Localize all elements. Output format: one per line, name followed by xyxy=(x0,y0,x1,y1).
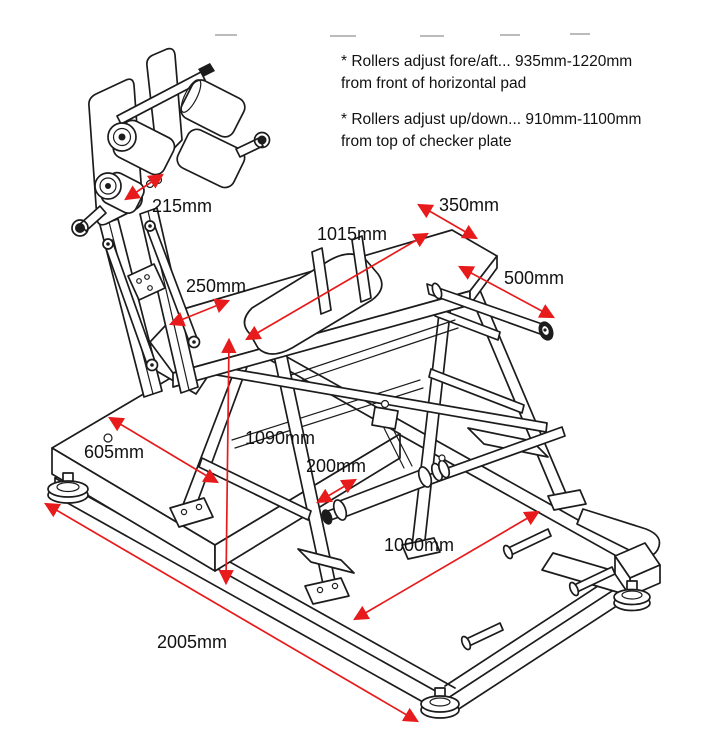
dimension-label-250mm: 250mm xyxy=(186,276,246,296)
dimension-label-1090mm: 1090mm xyxy=(245,428,315,448)
note-up-down-line2: from top of checker plate xyxy=(341,133,512,150)
dimension-arrow-605mm xyxy=(108,416,219,484)
dimension-arrow-1015mm xyxy=(245,232,429,341)
dimension-label-350mm: 350mm xyxy=(439,195,499,215)
dimension-arrow-350mm xyxy=(417,203,478,240)
note-fore-aft-line2: from front of horizontal pad xyxy=(341,75,527,92)
dimension-label-215mm: 215mm xyxy=(152,196,212,216)
roller-assembly xyxy=(71,47,271,237)
dimension-label-2005mm: 2005mm xyxy=(157,632,227,652)
note-up-down: * Rollers adjust up/down... 910mm-1100mm… xyxy=(341,109,696,153)
dimension-label-605mm: 605mm xyxy=(84,442,144,462)
dimension-arrow-200mm xyxy=(316,478,357,504)
adjustable-feet xyxy=(47,472,651,719)
adjustment-notes: * Rollers adjust fore/aft... 935mm-1220m… xyxy=(341,51,696,167)
dimension-arrow-215mm xyxy=(124,173,164,201)
dimension-labels: 215mm 350mm 1015mm 500mm 250mm 1090mm 20… xyxy=(84,195,564,652)
note-fore-aft: * Rollers adjust fore/aft... 935mm-1220m… xyxy=(341,51,696,95)
dimension-label-1015mm: 1015mm xyxy=(317,224,387,244)
dimension-label-1000mm: 1000mm xyxy=(384,535,454,555)
scan-artifact-dashes xyxy=(215,33,590,37)
dimension-arrow-500mm xyxy=(457,265,556,319)
front-tower-linkage xyxy=(99,207,201,398)
dimension-arrow-250mm xyxy=(168,298,231,327)
dimension-arrows xyxy=(44,173,556,723)
dimension-arrow-2005mm xyxy=(44,502,419,723)
dimension-label-500mm: 500mm xyxy=(504,268,564,288)
dimension-arrow-1000mm xyxy=(353,510,540,621)
foot-front xyxy=(420,687,460,719)
note-up-down-line1: * Rollers adjust up/down... 910mm-1100mm xyxy=(341,111,642,128)
dimension-label-200mm: 200mm xyxy=(306,456,366,476)
foot-right xyxy=(613,580,651,612)
note-fore-aft-line1: * Rollers adjust fore/aft... 935mm-1220m… xyxy=(341,53,633,70)
foot-left xyxy=(47,472,89,504)
